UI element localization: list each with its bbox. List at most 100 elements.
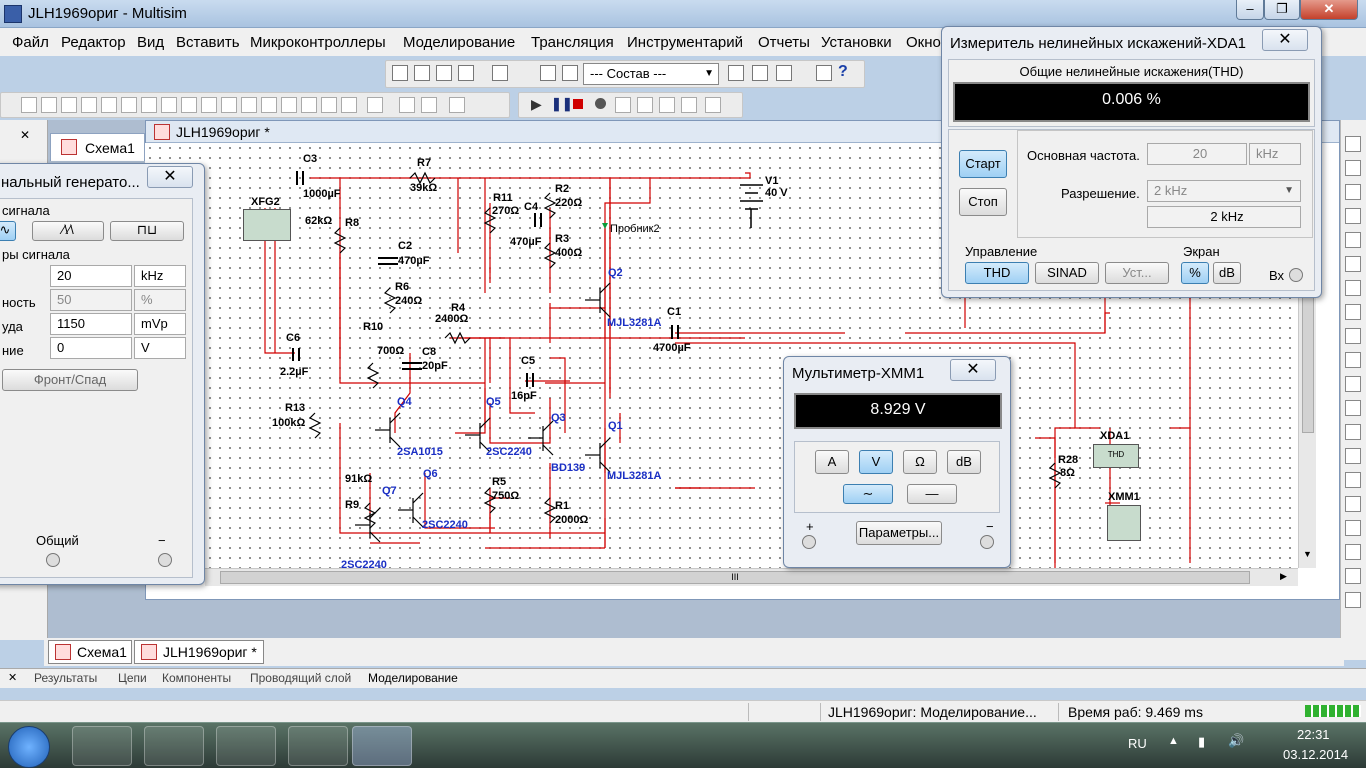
distortion-analyzer-tool-icon[interactable] — [1345, 376, 1361, 392]
menu-file[interactable]: Файл — [12, 34, 49, 51]
offset-unit[interactable]: V — [134, 337, 186, 359]
function-generator-symbol[interactable] — [243, 209, 291, 241]
back-annotate-icon[interactable] — [752, 65, 768, 81]
source-icon[interactable] — [21, 97, 37, 113]
horizontal-scroll-thumb[interactable]: III — [220, 571, 1250, 584]
start-button[interactable]: Старт — [959, 150, 1007, 178]
grapher-icon[interactable] — [458, 65, 474, 81]
stop-icon[interactable] — [573, 99, 583, 109]
step-out-icon[interactable] — [659, 97, 675, 113]
explorer-taskbar-icon[interactable] — [216, 726, 276, 766]
duty-cycle-unit[interactable]: % — [134, 289, 186, 311]
electromechanical-icon[interactable] — [321, 97, 337, 113]
analog-icon[interactable] — [101, 97, 117, 113]
function-generator-tool-icon[interactable] — [1345, 160, 1361, 176]
tab-schema1[interactable]: Схема1 — [48, 640, 132, 664]
oscilloscope-tool-icon[interactable] — [1345, 208, 1361, 224]
close-button[interactable]: ✕ — [950, 359, 996, 381]
tab-results[interactable]: Результаты — [34, 671, 98, 685]
distortion-analyzer-symbol[interactable]: THD — [1093, 444, 1139, 468]
basic-icon[interactable] — [41, 97, 57, 113]
resolution-select[interactable]: 2 kHz ▼ — [1147, 180, 1301, 202]
scroll-down-icon[interactable]: ▼ — [1303, 549, 1312, 559]
duty-cycle-field[interactable]: 50 — [50, 289, 132, 311]
ammeter-button[interactable]: A — [815, 450, 849, 474]
paint-taskbar-icon[interactable] — [288, 726, 348, 766]
restore-button[interactable]: ❐ — [1264, 0, 1300, 20]
connector-icon[interactable] — [367, 97, 383, 113]
forward-annotate-icon[interactable] — [776, 65, 792, 81]
common-terminal[interactable] — [46, 553, 60, 567]
ttl-icon[interactable] — [121, 97, 137, 113]
netlist-icon[interactable] — [562, 65, 578, 81]
menu-microcontrollers[interactable]: Микроконтроллеры — [250, 34, 386, 51]
menu-transfer[interactable]: Трансляция — [531, 34, 614, 51]
dc-mode-button[interactable]: — — [907, 484, 957, 504]
agilent-multimeter-tool-icon[interactable] — [1345, 472, 1361, 488]
ni-components-icon[interactable] — [341, 97, 357, 113]
pause-icon[interactable]: ❚❚ — [551, 96, 573, 111]
tab-copper-layers[interactable]: Проводящий слой — [250, 671, 352, 685]
tektronix-oscilloscope-tool-icon[interactable] — [1345, 520, 1361, 536]
record-icon[interactable] — [595, 98, 606, 109]
advanced-peripherals-icon[interactable] — [281, 97, 297, 113]
frequency-counter-tool-icon[interactable] — [1345, 256, 1361, 272]
measurement-probe-tool-icon[interactable] — [1345, 544, 1361, 560]
word-generator-tool-icon[interactable] — [1345, 280, 1361, 296]
menu-insert[interactable]: Вставить — [176, 34, 240, 51]
logic-analyzer-tool-icon[interactable] — [1345, 304, 1361, 320]
fundamental-field[interactable]: 20 — [1147, 143, 1247, 165]
frequency-unit[interactable]: kHz — [134, 265, 186, 287]
mixed-icon[interactable] — [201, 97, 217, 113]
erc-icon[interactable] — [728, 65, 744, 81]
db-button[interactable]: dB — [1213, 262, 1241, 284]
minus-terminal[interactable] — [158, 553, 172, 567]
decibel-button[interactable]: dB — [947, 450, 981, 474]
amplitude-unit[interactable]: mVp — [134, 313, 186, 335]
minimize-button[interactable]: – — [1236, 0, 1264, 20]
sine-wave-button[interactable]: ∿ — [0, 221, 16, 241]
close-icon[interactable]: ✕ — [8, 672, 18, 684]
bus-icon[interactable] — [399, 97, 415, 113]
misc-digital-icon[interactable] — [181, 97, 197, 113]
amplitude-field[interactable]: 1150 — [50, 313, 132, 335]
menu-view[interactable]: Вид — [137, 34, 165, 51]
rf-icon[interactable] — [301, 97, 317, 113]
menu-reports[interactable]: Отчеты — [758, 34, 810, 51]
power-icon[interactable] — [241, 97, 257, 113]
fundamental-unit[interactable]: kHz — [1249, 143, 1301, 165]
ohmmeter-button[interactable]: Ω — [903, 450, 937, 474]
diode-icon[interactable] — [61, 97, 77, 113]
mcu-icon[interactable] — [161, 97, 177, 113]
close-button[interactable]: ✕ — [1262, 29, 1308, 51]
menu-window[interactable]: Окно — [906, 34, 941, 51]
breakpoint-icon[interactable] — [705, 97, 721, 113]
spreadsheet-icon[interactable] — [414, 65, 430, 81]
multimeter-symbol[interactable] — [1107, 505, 1141, 541]
menu-options[interactable]: Установки — [821, 34, 892, 51]
multimeter-tool-icon[interactable] — [1345, 136, 1361, 152]
component-wizard-icon[interactable] — [540, 65, 556, 81]
close-button[interactable]: ✕ — [1300, 0, 1358, 20]
offset-field[interactable]: 0 — [50, 337, 132, 359]
network-icon[interactable]: ▮ — [1198, 734, 1206, 749]
step-icon[interactable] — [615, 97, 631, 113]
network-analyzer-tool-icon[interactable] — [1345, 424, 1361, 440]
clock-time[interactable]: 22:31 — [1297, 727, 1330, 742]
plus-terminal[interactable] — [802, 535, 816, 549]
scroll-right-icon[interactable]: ▶ — [1280, 571, 1287, 581]
rise-fall-button[interactable]: Фронт/Спад — [2, 369, 138, 391]
in-use-list-select[interactable]: --- Состав --- ▼ — [583, 63, 719, 85]
agilent-oscilloscope-tool-icon[interactable] — [1345, 496, 1361, 512]
menu-tools[interactable]: Инструментарий — [627, 34, 744, 51]
design-toolbox-icon[interactable] — [392, 65, 408, 81]
design-toolbox-tab-schema[interactable]: Схема1 — [50, 133, 145, 161]
voltmeter-button[interactable]: V — [859, 450, 893, 474]
transistor-icon[interactable] — [81, 97, 97, 113]
tab-simulation[interactable]: Моделирование — [368, 671, 458, 685]
current-probe-tool-icon[interactable] — [1345, 592, 1361, 608]
tab-nets[interactable]: Цепи — [118, 671, 147, 685]
ac-mode-button[interactable]: ∼ — [843, 484, 893, 504]
calculator-taskbar-icon[interactable] — [72, 726, 132, 766]
thd-mode-button[interactable]: THD — [965, 262, 1029, 284]
